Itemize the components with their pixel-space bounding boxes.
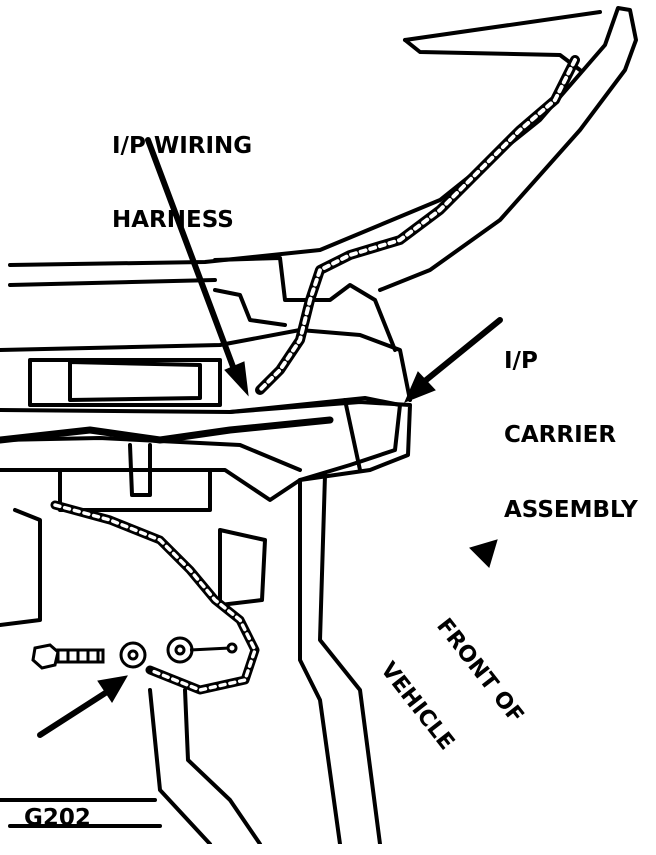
panel-top [0,328,412,402]
eyelet-2-hole [174,644,186,656]
panel-face [28,358,222,407]
ground-bolt [31,643,60,670]
harness-label-line-2: HARNESS [112,207,234,234]
floor-line-2 [183,688,262,844]
mounting-hole [226,642,238,654]
carrier-label-line-1: I/P [504,347,538,374]
panel-step [213,288,287,327]
panel-slot [68,360,202,402]
eyelet-lead [189,646,231,652]
windshield-frame-inner [403,38,582,72]
knee-bolster-left [0,508,42,627]
front-arrow-icon [469,539,498,568]
carrier-arrowhead [404,371,436,403]
harness-leader [145,137,241,383]
carrier-label: I/P CARRIER ASSEMBLY [504,299,638,547]
panel-upper-box [213,256,397,352]
ground-label-text: G202 [24,804,91,831]
carrier-label-line-3: ASSEMBLY [504,496,638,523]
ground-label: G202 [24,756,91,855]
carrier-bracket [228,396,402,482]
harness-branch-inner [53,503,257,692]
carrier-front [343,398,362,472]
cowl-line [8,278,217,287]
windshield-outline [8,6,638,292]
ground-leader [37,687,113,738]
support-post-inner [318,473,382,844]
bolt-threads [66,650,100,662]
harness-under-panel [0,416,334,444]
eyelet-1-hole [127,649,139,661]
lower-bracket [58,468,212,512]
harness-arrowhead [224,361,249,397]
windshield-frame-top [403,10,602,42]
carrier-leader [417,317,503,388]
harness-label: I/P WIRING HARNESS [112,84,252,258]
lower-panel-right [218,528,267,607]
front-label-line-1: FRONT OF [431,613,529,728]
support-post [298,478,342,844]
harness-label-line-1: I/P WIRING [112,132,253,159]
ground-arrowhead [97,675,128,703]
carrier-label-line-2: CARRIER [504,422,617,449]
floor-line [148,688,212,844]
bolt-shank [56,648,105,664]
harness-main-inner [258,58,577,392]
clip [128,443,152,497]
